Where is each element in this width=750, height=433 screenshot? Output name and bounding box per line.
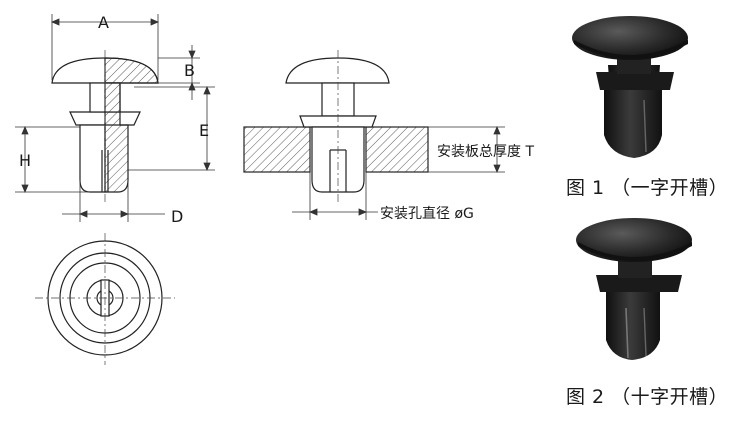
dim-d-label: D — [171, 207, 183, 226]
dim-h-label: H — [19, 151, 31, 170]
bottom-view-centre-lines — [35, 233, 175, 365]
panel-thickness-label: 安装板总厚度 T — [437, 144, 534, 160]
figure-1-caption: 图 1 （一字开槽） — [566, 177, 729, 199]
dim-a-label: A — [98, 13, 109, 32]
hole-diameter-label: 安装孔直径 øG — [380, 205, 474, 222]
installed-view — [243, 57, 429, 193]
dimension-lines-side — [15, 14, 215, 222]
figure-1-product-image — [572, 16, 688, 158]
dim-b-label: B — [184, 61, 195, 80]
dim-e-label: E — [199, 121, 209, 140]
figure-2-product-image — [576, 218, 692, 360]
dimension-lines-installed — [292, 125, 505, 220]
figure-2-caption: 图 2 （十字开槽） — [566, 386, 729, 408]
